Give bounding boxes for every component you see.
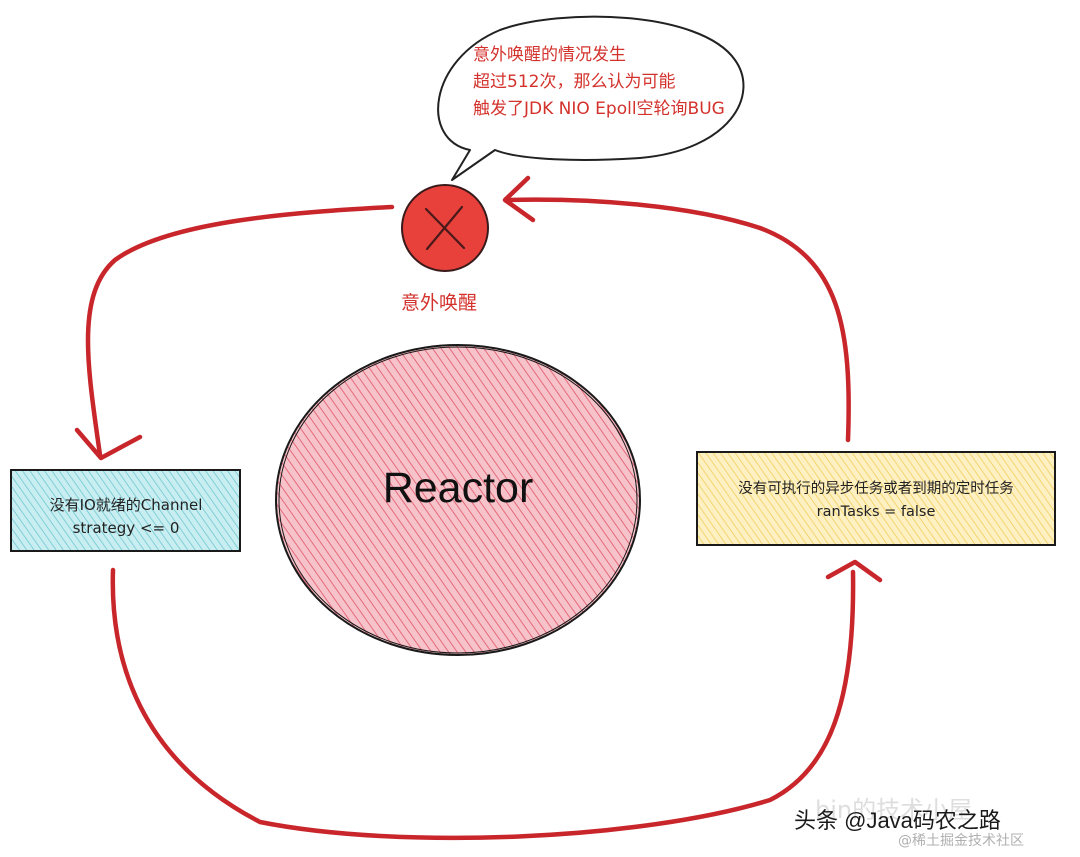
right-box-text: 没有可执行的异步任务或者到期的定时任务 ranTasks = false (697, 478, 1055, 524)
arrowhead-right-box (825, 559, 883, 583)
left-box (10, 469, 241, 552)
arrowhead-left (74, 427, 143, 461)
watermark-faint: bin的技术小屋 (815, 796, 973, 824)
bubble-line-2: 超过512次，那么认为可能 (473, 72, 676, 92)
right-box (696, 451, 1056, 546)
arrow-right-to-wakeup (505, 197, 851, 443)
watermark-primary: 头条 @Java码农之路 (794, 808, 1001, 833)
x-circle-icon (401, 184, 489, 272)
reactor-circle (275, 344, 641, 656)
speech-bubble (437, 15, 745, 181)
left-box-line-2: strategy <= 0 (72, 519, 180, 537)
left-box-line-1: 没有IO就绪的Channel (49, 496, 203, 514)
watermark-small: @稀土掘金技术社区 (898, 833, 1024, 849)
right-box-line-2: ranTasks = false (816, 504, 936, 520)
bubble-line-1: 意外唤醒的情况发生 (473, 45, 626, 65)
arrowhead-wakeup (502, 175, 536, 223)
wakeup-label: 意外唤醒 (401, 292, 478, 314)
bubble-line-3: 触发了JDK NIO Epoll空轮询BUG (473, 99, 725, 119)
arrow-wakeup-to-left (85, 204, 395, 458)
reactor-label: Reactor (382, 464, 534, 512)
bubble-text: 意外唤醒的情况发生 超过512次，那么认为可能 触发了JDK NIO Epoll… (473, 42, 725, 123)
arrow-left-to-right (110, 567, 856, 841)
left-box-text: 没有IO就绪的Channel strategy <= 0 (12, 494, 240, 540)
right-box-line-1: 没有可执行的异步任务或者到期的定时任务 (738, 481, 1014, 497)
